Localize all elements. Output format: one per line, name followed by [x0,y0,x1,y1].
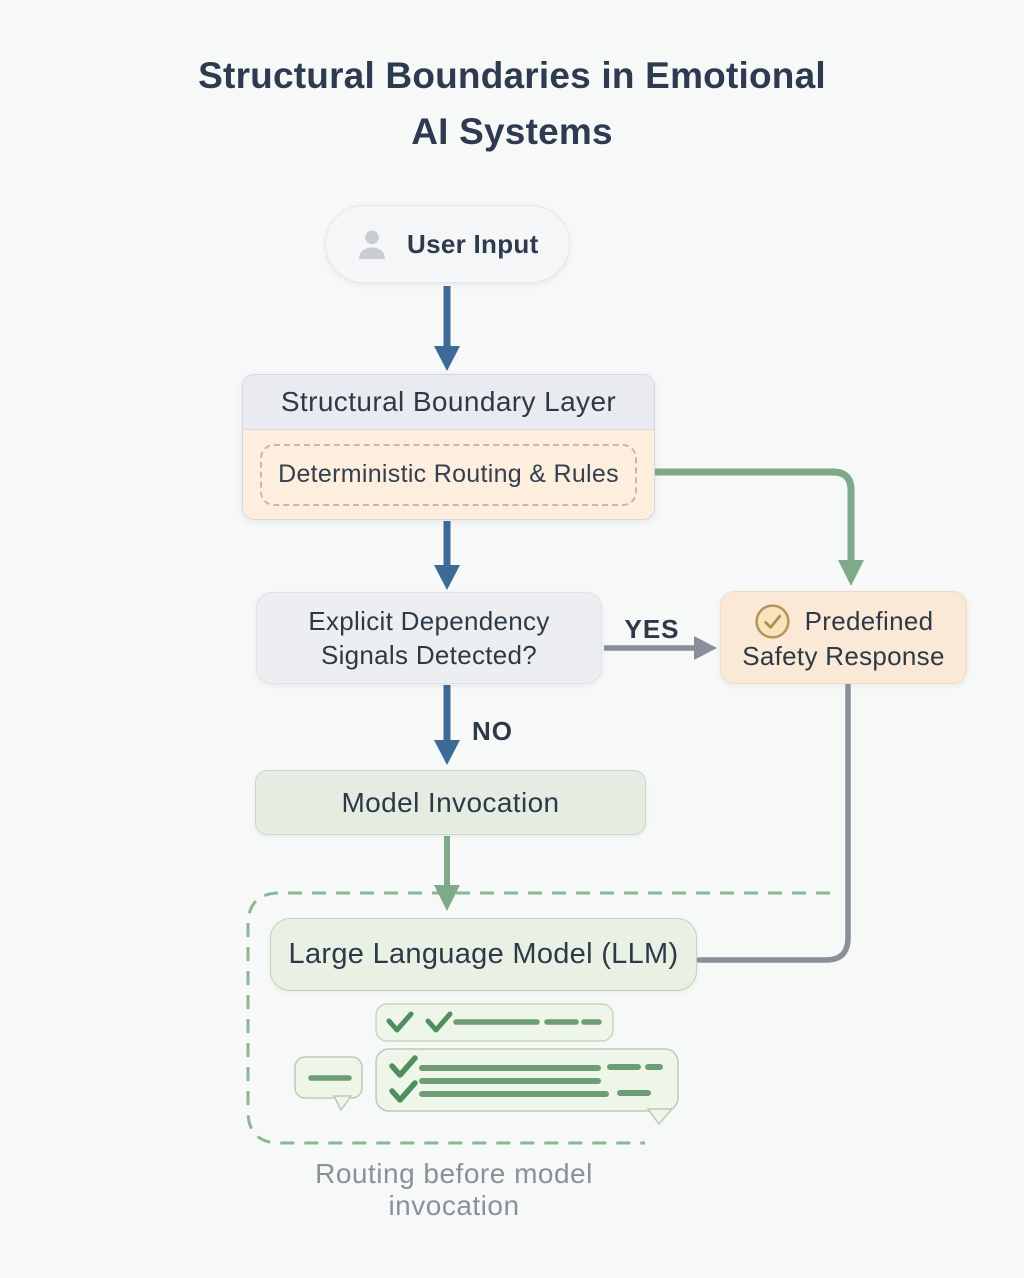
safety-line2: Safety Response [742,640,945,671]
node-user-input: User Input [325,205,570,283]
arrow-boundary-to-safety [652,468,864,586]
node-llm: Large Language Model (LLM) [270,918,697,991]
node-decision: Explicit Dependency Signals Detected? [256,592,602,684]
decision-line1: Explicit Dependency [308,606,550,636]
node-model-invocation: Model Invocation [255,770,646,835]
page-title-line2: AI Systems [411,111,613,152]
check-circle-icon [754,603,790,639]
large-chat-bubble-graphic [375,1048,679,1126]
line-safety-to-llm [696,682,851,963]
arrow-model-to-container [434,836,460,911]
user-input-label: User Input [407,228,539,259]
boundary-layer-title: Structural Boundary Layer [243,375,654,430]
edge-label-yes: YES [624,614,680,644]
boundary-layer-body: Deterministic Routing & Rules [243,430,654,519]
page-title-line1: Structural Boundaries in Emotional [198,55,826,96]
diagram-caption: Routing before model invocation [315,1158,593,1221]
arrow-decision-to-model [434,685,460,765]
small-chat-bubble-graphic [294,1056,363,1112]
decision-line2: Signals Detected? [320,640,538,670]
node-safety-response: Predefined Safety Response [720,591,967,684]
page-title: Structural Boundaries in Emotional AI Sy… [0,48,1024,160]
node-boundary-layer: Structural Boundary Layer Deterministic … [242,374,655,520]
arrow-boundary-to-decision [434,521,460,590]
boundary-rule-box: Deterministic Routing & Rules [260,443,637,506]
edge-label-no: NO [472,716,513,746]
arrow-decision-to-safety [604,636,717,660]
arrow-user-to-boundary [434,286,460,371]
user-icon [359,230,385,259]
safety-line1: Predefined [804,605,934,636]
routing-container-dashed-border [246,891,830,1145]
checklist-bar-graphic [375,1003,614,1042]
